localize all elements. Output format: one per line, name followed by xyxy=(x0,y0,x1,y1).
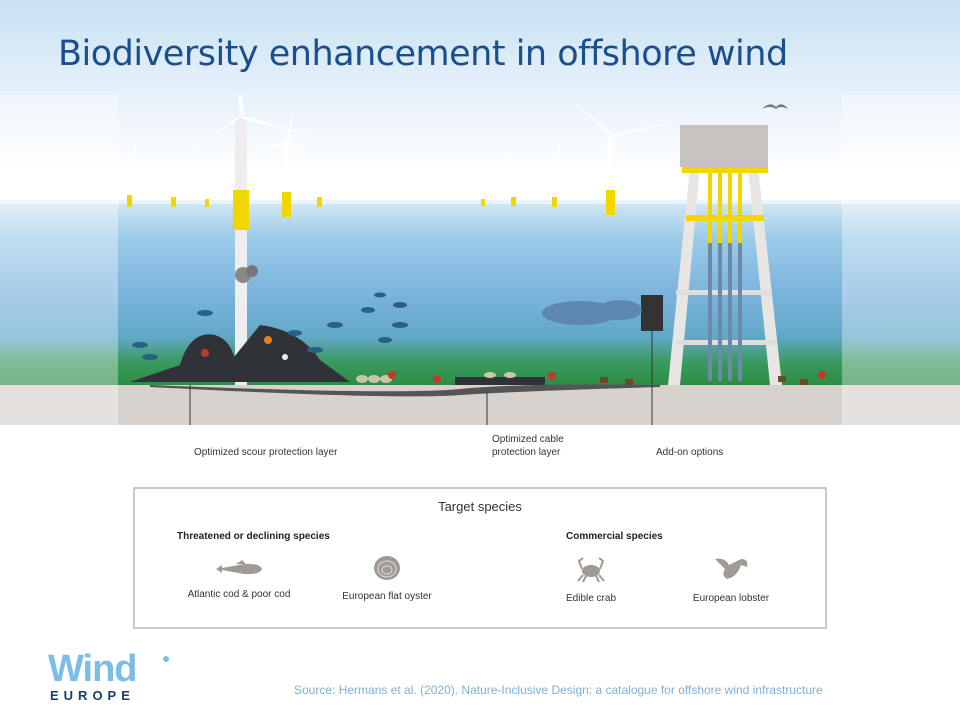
distant-turbines xyxy=(109,139,579,207)
species-cod: Atlantic cod & poor cod xyxy=(169,559,309,600)
callout-add-on-options: Add-on options xyxy=(656,447,724,458)
callout-scour-protection: Optimized scour protection layer xyxy=(194,447,338,458)
sea xyxy=(0,200,960,390)
callout-cable-protection: Optimized cable protection layer xyxy=(492,433,564,459)
group-commercial-label: Commercial species xyxy=(566,531,663,542)
target-species-heading: Target species xyxy=(438,499,522,514)
turbine xyxy=(250,97,680,217)
right-fade xyxy=(842,95,960,425)
cable-protection xyxy=(356,371,826,385)
fish-swarm xyxy=(542,300,642,325)
target-species-box: Target species Threatened or declining s… xyxy=(133,487,827,629)
main-turbine xyxy=(165,95,330,385)
scour-protection xyxy=(130,325,350,382)
source-citation: Source: Hermans et al. (2020). Nature-In… xyxy=(294,683,823,697)
offshore-wind-illustration xyxy=(0,95,960,425)
group-threatened-label: Threatened or declining species xyxy=(177,531,330,542)
species-lobster: European lobster xyxy=(661,555,801,604)
fish-school xyxy=(132,292,408,360)
callout-cable-line1: Optimized cable xyxy=(492,434,564,445)
fish-icon xyxy=(216,560,262,575)
species-crab: Edible crab xyxy=(521,555,661,604)
logo-dot xyxy=(163,656,169,662)
lobster-icon xyxy=(715,558,748,579)
logo-europe-text: EUROPE xyxy=(50,688,135,703)
page-title: Biodiversity enhancement in offshore win… xyxy=(58,34,788,74)
crab-icon xyxy=(577,557,605,583)
bird xyxy=(762,104,788,109)
windeurope-logo: Wind EUROPE xyxy=(48,648,169,703)
callout-cable-line2: protection layer xyxy=(492,447,561,458)
sky-background xyxy=(0,0,960,230)
logo-wind-text: Wind xyxy=(48,648,138,690)
oyster-icon xyxy=(374,556,400,580)
left-fade xyxy=(0,95,118,425)
species-oyster: European flat oyster xyxy=(317,555,457,602)
offshore-platform xyxy=(641,125,782,385)
